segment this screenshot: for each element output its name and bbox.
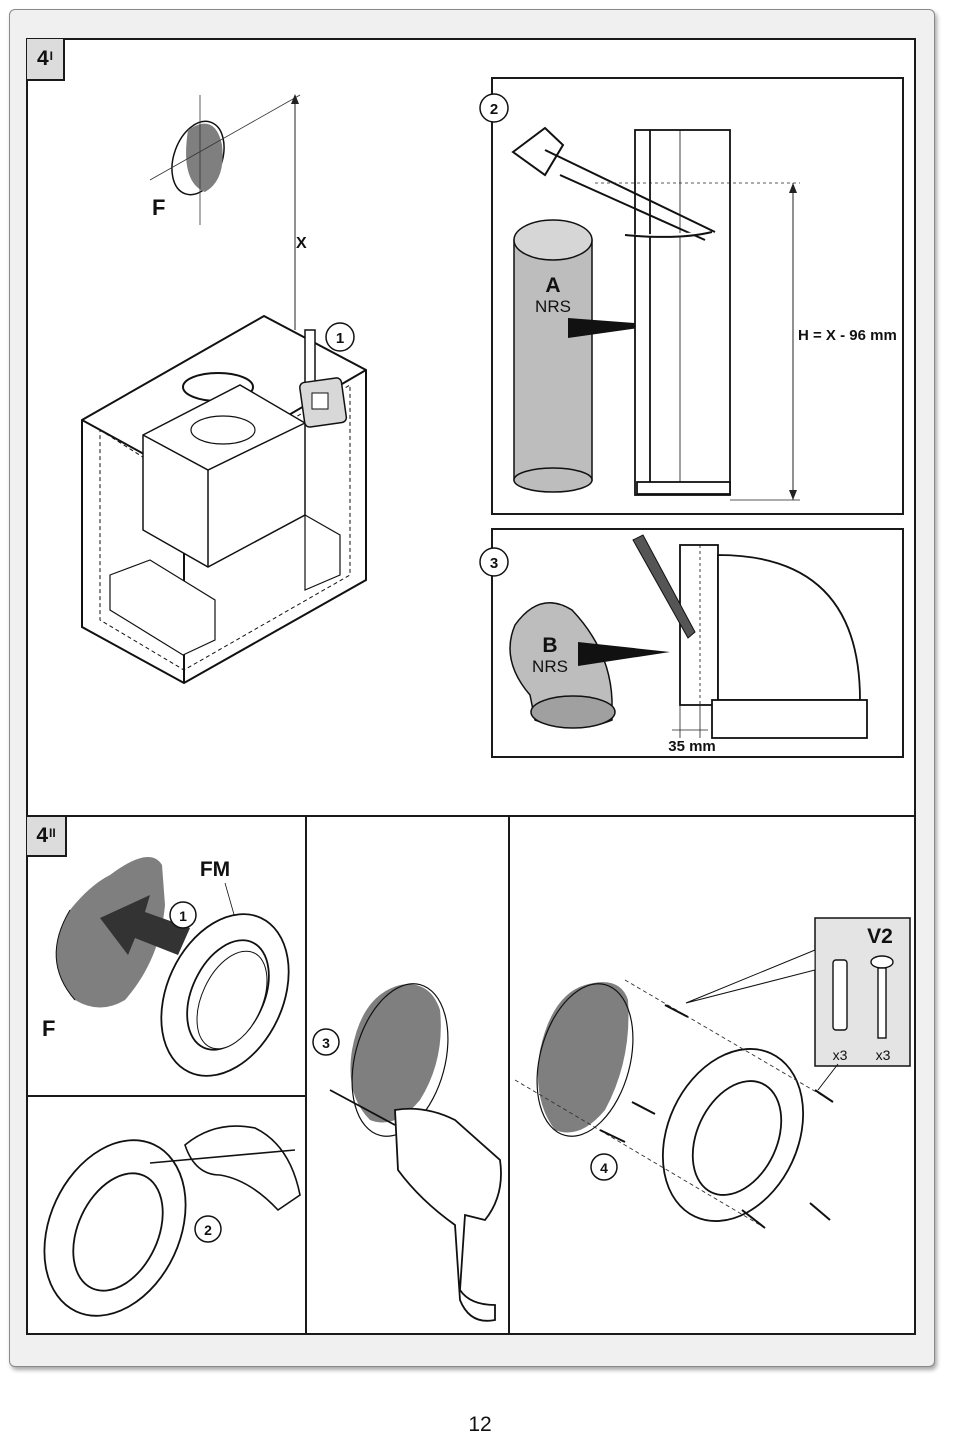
cabinet-icon (81, 314, 367, 685)
wall-hole-icon (149, 94, 301, 225)
wall-hole-icon (55, 857, 165, 1008)
hand-pencil-icon (149, 1125, 301, 1212)
label-fm: FM (200, 858, 230, 881)
label-f: F (42, 1016, 55, 1041)
step-badge: 3 (312, 1028, 340, 1056)
drill-icon (329, 1089, 502, 1322)
grid-divider-horizontal (26, 1095, 306, 1097)
flange-ring-icon (661, 1048, 805, 1222)
step-badge: 1 (325, 322, 355, 352)
section-label-main: 4 (36, 47, 49, 70)
label-nrs: NRS (535, 297, 571, 316)
svg-text:3: 3 (322, 1035, 330, 1051)
step-badge: 3 (479, 547, 509, 577)
cutter-knife-icon (632, 534, 696, 639)
measuring-tape-icon (299, 329, 348, 428)
svg-text:2: 2 (204, 1222, 212, 1238)
svg-text:1: 1 (179, 908, 187, 924)
kit-label: V2 (867, 925, 893, 948)
measure-35mm: 35 mm (668, 738, 716, 755)
label-nrs: NRS (532, 657, 568, 676)
flange-ring-icon (160, 913, 290, 1077)
section-label-main: 4 (36, 824, 48, 847)
svg-text:1: 1 (336, 330, 344, 347)
svg-text:3: 3 (490, 555, 498, 572)
formula-h: H = X - 96 mm (798, 327, 897, 344)
wall-plug-icon (832, 959, 848, 1031)
wall-hole-icon (536, 982, 634, 1137)
qty-right: x3 (876, 1047, 891, 1063)
step-badge: 2 (479, 93, 509, 123)
screw-icon (870, 955, 894, 1039)
page-number: 12 (468, 1413, 492, 1436)
label-a: A (545, 274, 560, 297)
duct-a-icon (513, 219, 593, 493)
step-badge: 1 (169, 901, 197, 929)
qty-left: x3 (833, 1047, 848, 1063)
section-divider (26, 815, 916, 817)
label-b: B (542, 634, 557, 657)
elbow-b-icon (509, 602, 616, 729)
svg-text:2: 2 (490, 101, 498, 118)
svg-text:4: 4 (600, 1160, 608, 1176)
hacksaw-icon (511, 126, 716, 241)
arrow-icon (100, 895, 190, 955)
kit-box (685, 917, 911, 1067)
step-badge: 4 (590, 1153, 618, 1181)
step-badge: 2 (194, 1215, 222, 1243)
section-label-sup: II (49, 826, 56, 840)
screw-icon (599, 1004, 834, 1229)
dashed-guide-lines (514, 979, 831, 1226)
wall-hole-icon (350, 983, 449, 1137)
chimney-icon (634, 129, 731, 496)
label-f: F (152, 195, 165, 220)
grid-divider-left (305, 817, 307, 1333)
grid-divider-right (508, 817, 510, 1333)
label-x: X (296, 235, 307, 252)
section-label-sup: I (49, 49, 54, 63)
flange-ring-icon (43, 1139, 187, 1317)
